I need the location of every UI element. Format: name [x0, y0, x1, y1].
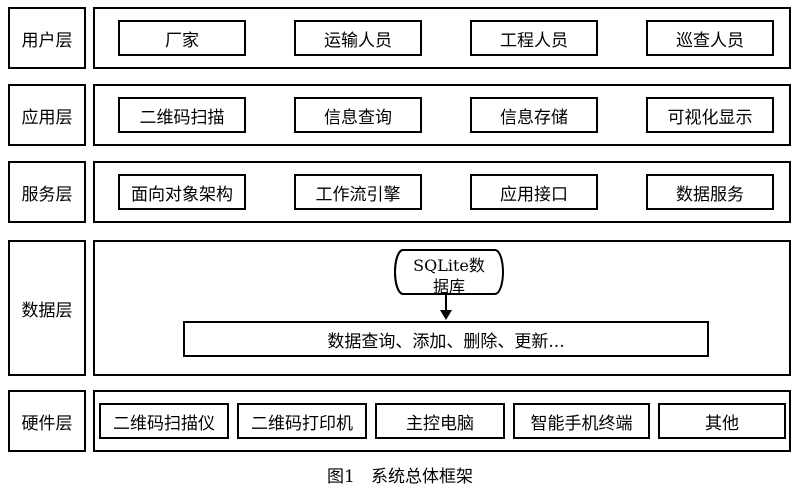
service-item-soa: 面向对象架构 [118, 174, 246, 210]
database-label-line2: 据库 [432, 277, 465, 296]
app-item-info-storage: 信息存储 [470, 97, 598, 133]
figure-caption: 图1 系统总体框架 [326, 467, 474, 487]
hardware-item-qr-printer: 二维码打印机 [237, 403, 367, 439]
layer-label-user: 用户层 [8, 7, 86, 69]
user-item-inspector: 巡查人员 [646, 20, 774, 56]
database-label-line1: SQLite数 [413, 256, 485, 275]
data-operations-box: 数据查询、添加、删除、更新... [183, 321, 709, 357]
hardware-item-qr-scanner: 二维码扫描仪 [99, 403, 229, 439]
hardware-item-smartphone: 智能手机终端 [513, 403, 650, 439]
layer-label-hardware: 硬件层 [8, 390, 86, 452]
app-item-visualization: 可视化显示 [646, 97, 774, 133]
arrow-down-icon [440, 294, 452, 320]
layer-label-service: 服务层 [8, 161, 86, 223]
user-item-manufacturer: 厂家 [118, 20, 246, 56]
service-item-data-service: 数据服务 [646, 174, 774, 210]
database-cylinder-icon [394, 249, 504, 295]
app-item-info-query: 信息查询 [294, 97, 422, 133]
layer-label-data: 数据层 [8, 240, 86, 376]
service-item-app-interface: 应用接口 [470, 174, 598, 210]
app-item-qr-scan: 二维码扫描 [118, 97, 246, 133]
user-item-engineer: 工程人员 [470, 20, 598, 56]
layer-label-application: 应用层 [8, 84, 86, 146]
user-item-transporter: 运输人员 [294, 20, 422, 56]
hardware-item-main-computer: 主控电脑 [375, 403, 505, 439]
service-item-workflow-engine: 工作流引擎 [294, 174, 422, 210]
hardware-item-other: 其他 [658, 403, 786, 439]
